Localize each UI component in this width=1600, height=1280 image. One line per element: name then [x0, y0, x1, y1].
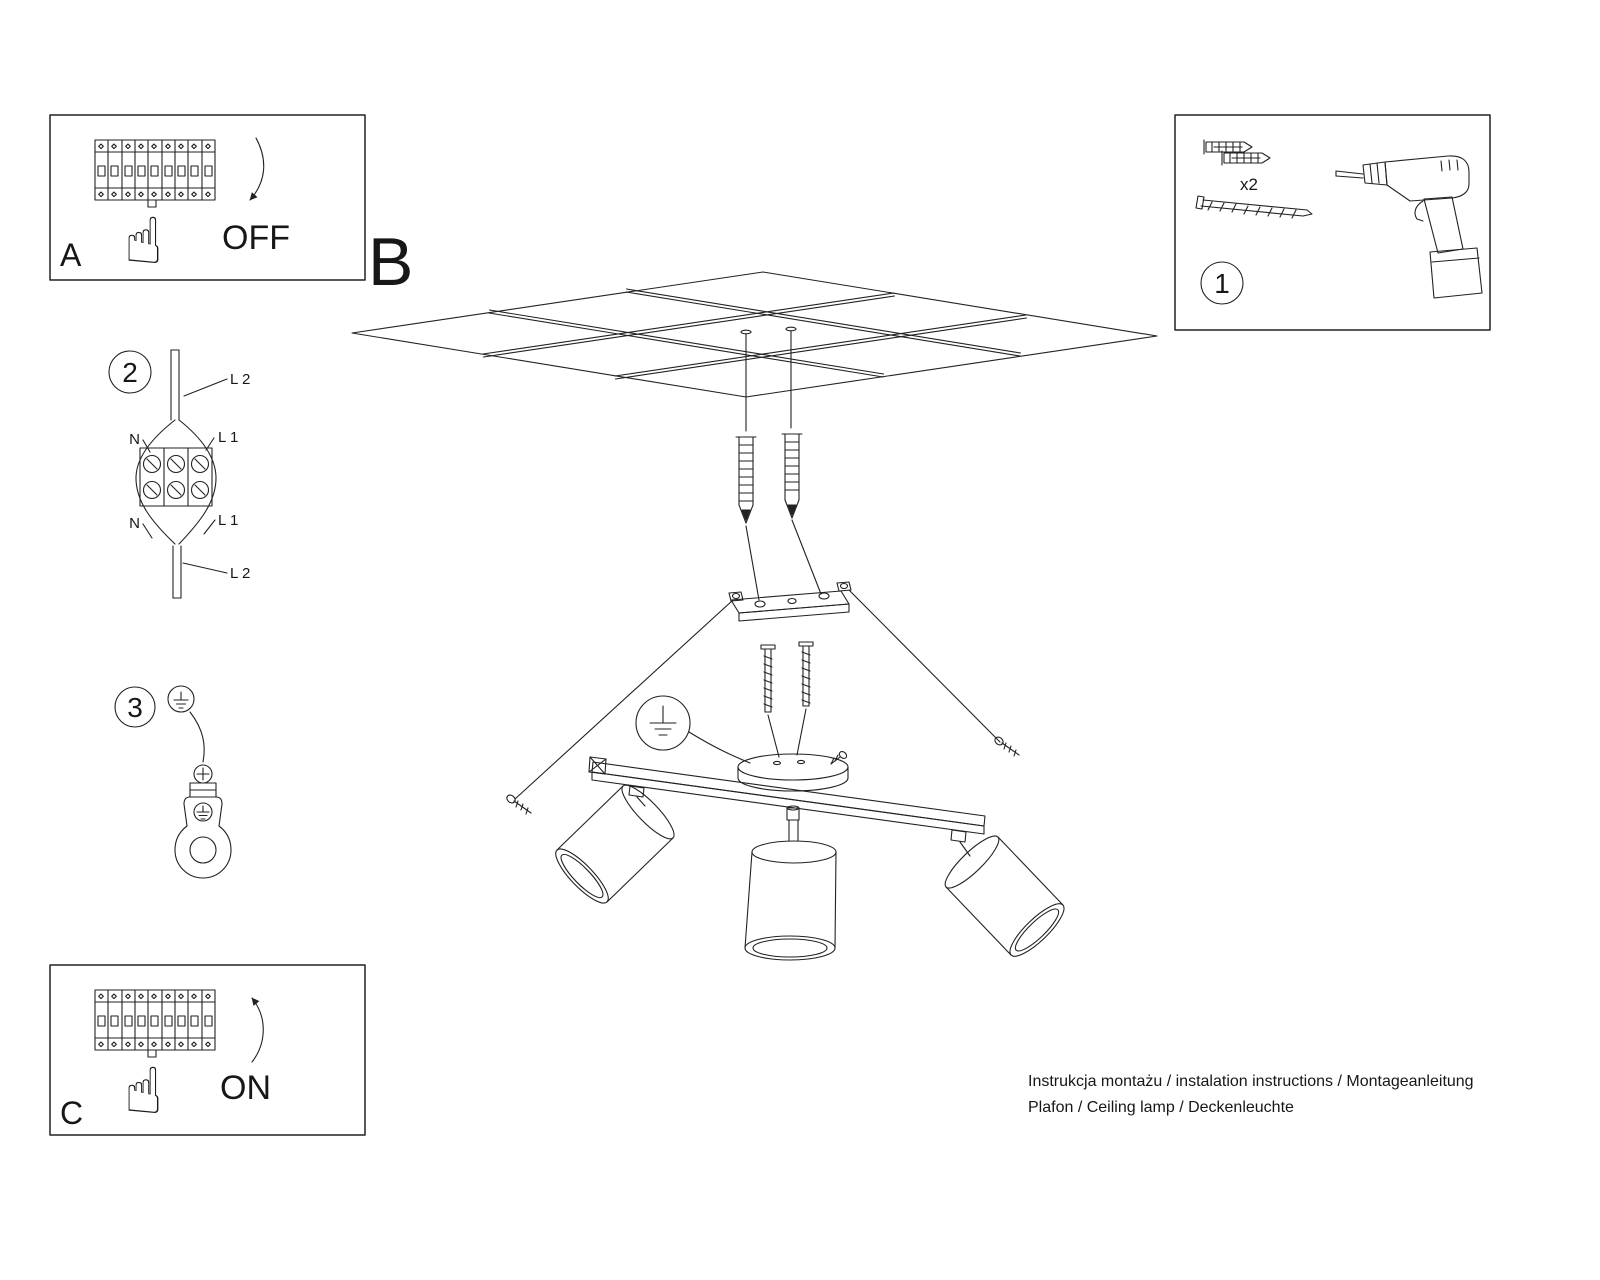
arrow-up-icon — [251, 997, 264, 1063]
lamp-bar-front — [591, 771, 985, 835]
step3-number: 3 — [127, 692, 143, 723]
step2-wiring-diagram — [108, 349, 228, 599]
ground-plate — [174, 796, 232, 879]
wall-plug-icon — [1203, 139, 1271, 166]
spot-right — [944, 829, 1065, 957]
power-on-panel — [49, 964, 366, 1136]
off-label: OFF — [222, 219, 290, 257]
kit-frame — [1174, 114, 1491, 331]
canopy — [737, 751, 849, 792]
breaker-row-icon — [94, 139, 216, 208]
labels: A OFF ☝ C ON ☝ B 1 2 3 x2 L 2 L 1 N N L … — [60, 175, 1474, 1131]
footer-line2: Plafon / Ceiling lamp / Deckenleuchte — [1028, 1099, 1294, 1116]
fixing-screw-left-icon — [506, 794, 532, 815]
hand-icon: ☝ — [124, 205, 163, 279]
ground-wire — [189, 711, 205, 763]
wire-label-l1-top: L 1 — [218, 429, 238, 446]
arrow-down-icon — [249, 137, 265, 201]
step1-circle — [1200, 261, 1244, 305]
mounting-bracket — [514, 581, 1001, 800]
leader-line-right — [848, 589, 1001, 743]
screw-icon — [1195, 195, 1313, 219]
panel-c-label: C — [60, 1095, 83, 1131]
on-label: ON — [220, 1069, 271, 1107]
tools-kit-box — [1174, 114, 1491, 331]
panel-a-label: A — [60, 237, 82, 273]
step2-circle — [108, 350, 152, 394]
earth-icon — [167, 685, 195, 713]
step3-ground-terminal — [114, 685, 232, 879]
wire-label-n-bottom: N — [129, 515, 140, 532]
canopy-side-screw-icon — [830, 751, 848, 765]
earth-wire — [688, 731, 751, 764]
panel-c-frame — [49, 964, 366, 1136]
power-off-panel — [49, 114, 366, 281]
step2-number: 2 — [122, 357, 138, 388]
spot-left — [555, 784, 675, 904]
section-b-label: B — [368, 224, 413, 300]
ceiling-grid — [351, 271, 1158, 432]
footer-line1: Instrukcja montażu / instalation instruc… — [1028, 1073, 1474, 1090]
lamp-bar-top — [591, 761, 986, 827]
earth-symbol-badge — [635, 695, 751, 764]
wire-label-l2-top: L 2 — [230, 371, 250, 388]
terminal-block — [139, 447, 213, 507]
spot-center — [744, 805, 837, 961]
lamp-fixture — [506, 736, 1065, 961]
leader-line-left — [514, 599, 734, 800]
hand-icon: ☝ — [124, 1055, 163, 1129]
wire-label-l1-bottom: L 1 — [218, 512, 238, 529]
step1-number: 1 — [1214, 268, 1230, 299]
plug-count-label: x2 — [1240, 175, 1258, 194]
bracket-screws — [760, 641, 814, 758]
panel-a-frame — [49, 114, 366, 281]
wire-left — [135, 419, 176, 545]
wire-label-n-top: N — [129, 431, 140, 448]
breaker-row-icon — [94, 989, 216, 1058]
ceiling-screw-icon — [785, 326, 797, 332]
fixing-screw-right-icon — [994, 736, 1020, 757]
label-leader-lines — [142, 378, 228, 574]
wire-label-l2-bottom: L 2 — [230, 565, 250, 582]
wire-right — [178, 419, 217, 545]
drill-icon — [1335, 155, 1483, 299]
wall-anchors — [735, 433, 822, 601]
ceiling-screw-icon — [740, 329, 752, 335]
step3-circle — [114, 686, 156, 728]
earth-icon — [649, 705, 677, 736]
